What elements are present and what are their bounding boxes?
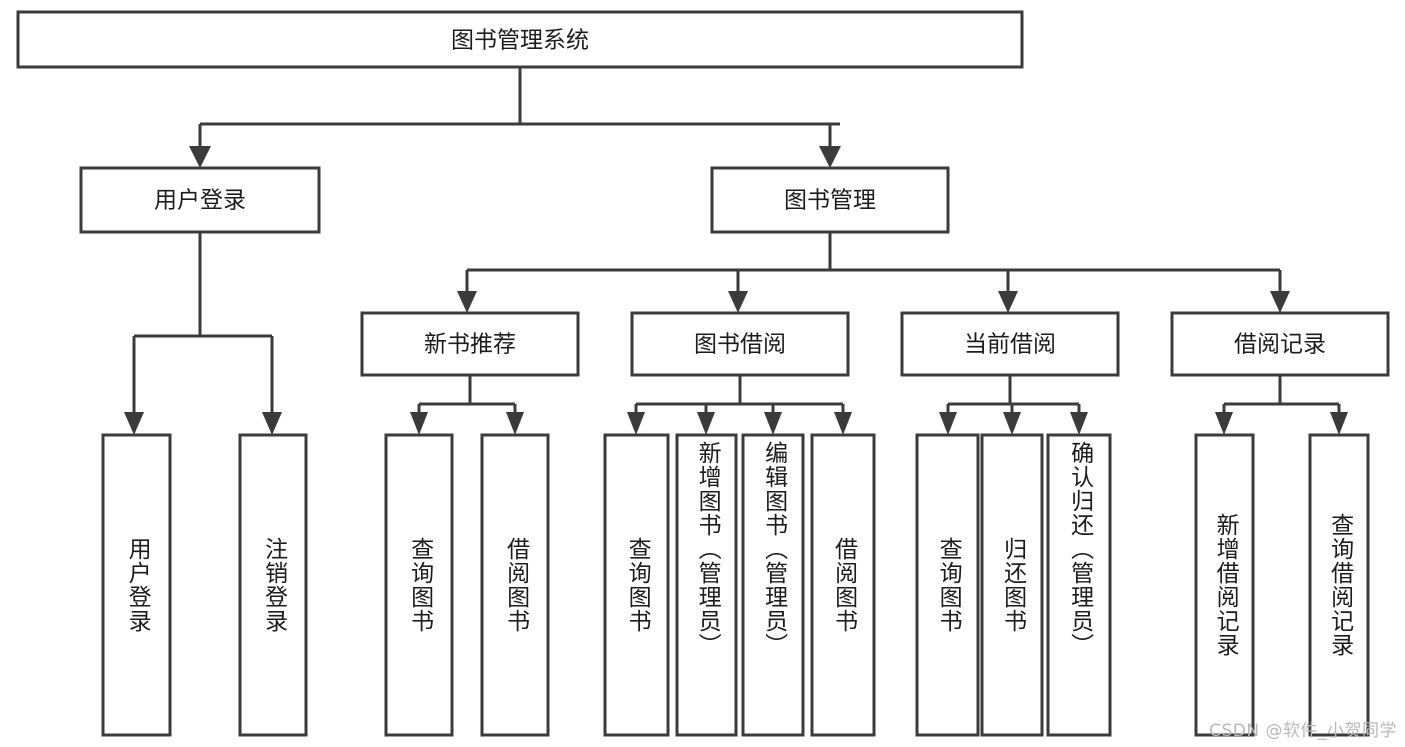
arrow-head-leaf-confirm-return-admin bbox=[1070, 412, 1088, 435]
node-root-box[interactable] bbox=[16, 10, 1024, 69]
node-new-book-recommend-box[interactable] bbox=[360, 311, 580, 377]
node-current-borrow[interactable]: 当前借阅 bbox=[900, 311, 1120, 377]
node-book-manage[interactable]: 图书管理 bbox=[710, 166, 950, 234]
arrow-head-leaf-add-borrow-record bbox=[1215, 412, 1233, 435]
arrow-head-borrow-record bbox=[1270, 291, 1290, 313]
node-book-borrow[interactable]: 图书借阅 bbox=[630, 311, 850, 377]
node-new-book-recommend[interactable]: 新书推荐 bbox=[360, 311, 580, 377]
arrow-head-current-borrow bbox=[998, 291, 1018, 313]
node-leaf-add-book-admin-box[interactable] bbox=[675, 433, 738, 737]
node-user-login-box[interactable] bbox=[79, 166, 321, 234]
node-leaf-add-borrow-record-box[interactable] bbox=[1194, 433, 1255, 737]
arrow-head-leaf-return-book bbox=[1003, 412, 1021, 435]
node-borrow-record-label: 借阅记录 bbox=[1234, 332, 1326, 358]
node-leaf-query-book-new-box[interactable] bbox=[384, 433, 454, 737]
node-leaf-query-borrow-record-box[interactable] bbox=[1308, 433, 1370, 737]
node-leaf-edit-book-admin-box[interactable] bbox=[741, 433, 805, 737]
node-root-label: 图书管理系统 bbox=[451, 28, 589, 54]
node-book-manage-box[interactable] bbox=[710, 166, 950, 234]
node-current-borrow-box[interactable] bbox=[900, 311, 1120, 377]
arrow-head-book-manage bbox=[819, 146, 841, 168]
arrow-head-leaf-borrow-book-new bbox=[506, 412, 524, 435]
node-new-book-recommend-label: 新书推荐 bbox=[424, 332, 516, 358]
node-leaf-query-book-current-box[interactable] bbox=[915, 433, 980, 737]
node-user-login-label: 用户登录 bbox=[154, 188, 246, 214]
node-leaf-borrow-book-new-box[interactable] bbox=[480, 433, 550, 737]
node-book-manage-label: 图书管理 bbox=[784, 188, 876, 214]
node-borrow-record-box[interactable] bbox=[1170, 311, 1390, 377]
arrow-head-leaf-edit-book-admin bbox=[764, 412, 782, 435]
watermark-text: CSDN @软件_小贺同学 bbox=[1209, 721, 1397, 741]
arrow-head-leaf-query-book-current bbox=[939, 412, 957, 435]
node-leaf-return-book-box[interactable] bbox=[980, 433, 1044, 737]
arrow-head-new-book-recommend bbox=[457, 291, 477, 313]
node-current-borrow-label: 当前借阅 bbox=[964, 332, 1056, 358]
leaf-boxes-group bbox=[101, 433, 1370, 737]
connector-group-root bbox=[189, 67, 841, 168]
node-leaf-query-book-borrow-box[interactable] bbox=[603, 433, 670, 737]
node-leaf-user-login-box[interactable] bbox=[101, 433, 172, 737]
node-user-login[interactable]: 用户登录 bbox=[79, 166, 321, 234]
arrow-head-leaf-borrow-book bbox=[834, 412, 852, 435]
connector-group-new-book-recommend bbox=[410, 375, 524, 435]
connector-group-user-login bbox=[124, 232, 282, 435]
node-leaf-borrow-book-box[interactable] bbox=[810, 433, 876, 737]
node-book-borrow-label: 图书借阅 bbox=[694, 332, 786, 358]
arrow-head-leaf-add-book-admin bbox=[697, 412, 715, 435]
arrow-head-user-login bbox=[189, 146, 211, 168]
node-leaf-logout-login-box[interactable] bbox=[238, 433, 308, 737]
arrow-head-leaf-query-borrow-record bbox=[1330, 412, 1348, 435]
connector-group-current-borrow bbox=[939, 375, 1088, 435]
arrow-head-book-borrow bbox=[728, 291, 748, 313]
arrow-head-leaf-user-login bbox=[124, 412, 144, 435]
node-book-borrow-box[interactable] bbox=[630, 311, 850, 377]
arrow-head-leaf-query-book-borrow bbox=[627, 412, 645, 435]
node-leaf-confirm-return-admin-box[interactable] bbox=[1046, 433, 1112, 737]
node-root[interactable]: 图书管理系统 bbox=[16, 10, 1024, 69]
connector-group-book-manage bbox=[457, 232, 1290, 313]
node-borrow-record[interactable]: 借阅记录 bbox=[1170, 311, 1390, 377]
arrow-head-leaf-logout-login bbox=[262, 412, 282, 435]
connector-group-borrow-record bbox=[1215, 375, 1348, 435]
arrow-head-leaf-query-book-new bbox=[410, 412, 428, 435]
connector-group-book-borrow bbox=[627, 375, 852, 435]
